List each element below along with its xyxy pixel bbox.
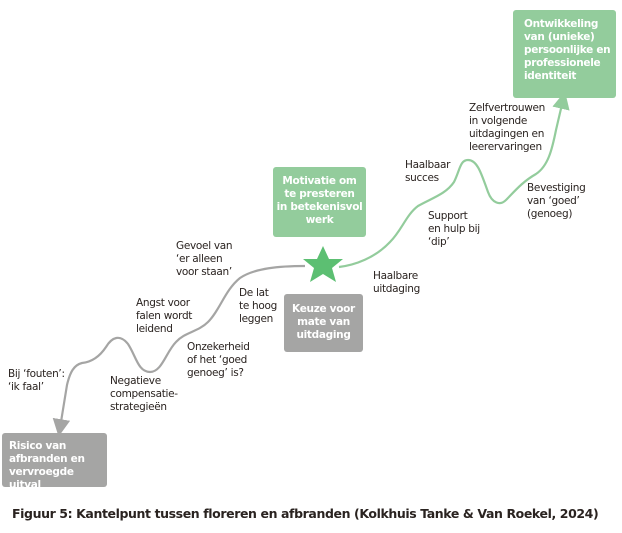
label-support: Support en hulp bij ‘dip’	[428, 210, 480, 248]
label-negative: Negatieve compensatie- strategieën	[110, 375, 178, 413]
star-icon	[303, 246, 343, 282]
label-bar-too-high: De lat te hoog leggen	[239, 287, 277, 325]
identity-box: Ontwikkeling van (unieke) persoonlijke e…	[513, 10, 616, 98]
burnout-curve	[52, 264, 306, 437]
label-feasible-challenge: Haalbare uitdaging	[373, 270, 420, 295]
label-uncertainty: Onzekerheid of het ‘goed genoeg’ is?	[187, 341, 250, 379]
flourishing-curve	[338, 91, 570, 269]
label-feasible-success: Haalbaar succes	[405, 159, 451, 184]
label-fear: Angst voor falen wordt leidend	[136, 297, 193, 335]
figure-caption: Figuur 5: Kantelpunt tussen floreren en …	[12, 506, 599, 521]
label-mistakes: Bij ‘fouten’: ‘ik faal’	[8, 368, 65, 393]
motivation-box: Motivatie om te presteren in betekenisvo…	[273, 167, 366, 237]
risk-box: Risico van afbranden en vervroegde uitva…	[2, 433, 107, 491]
choice-box: Keuze voor mate van uitdaging	[284, 294, 363, 352]
label-alone: Gevoel van ‘er alleen voor staan’	[176, 240, 233, 278]
label-self-confidence: Zelfvertrouwen in volgende uitdagingen e…	[469, 102, 546, 153]
label-confirmation: Bevestiging van ‘goed’ (genoeg)	[527, 182, 586, 220]
